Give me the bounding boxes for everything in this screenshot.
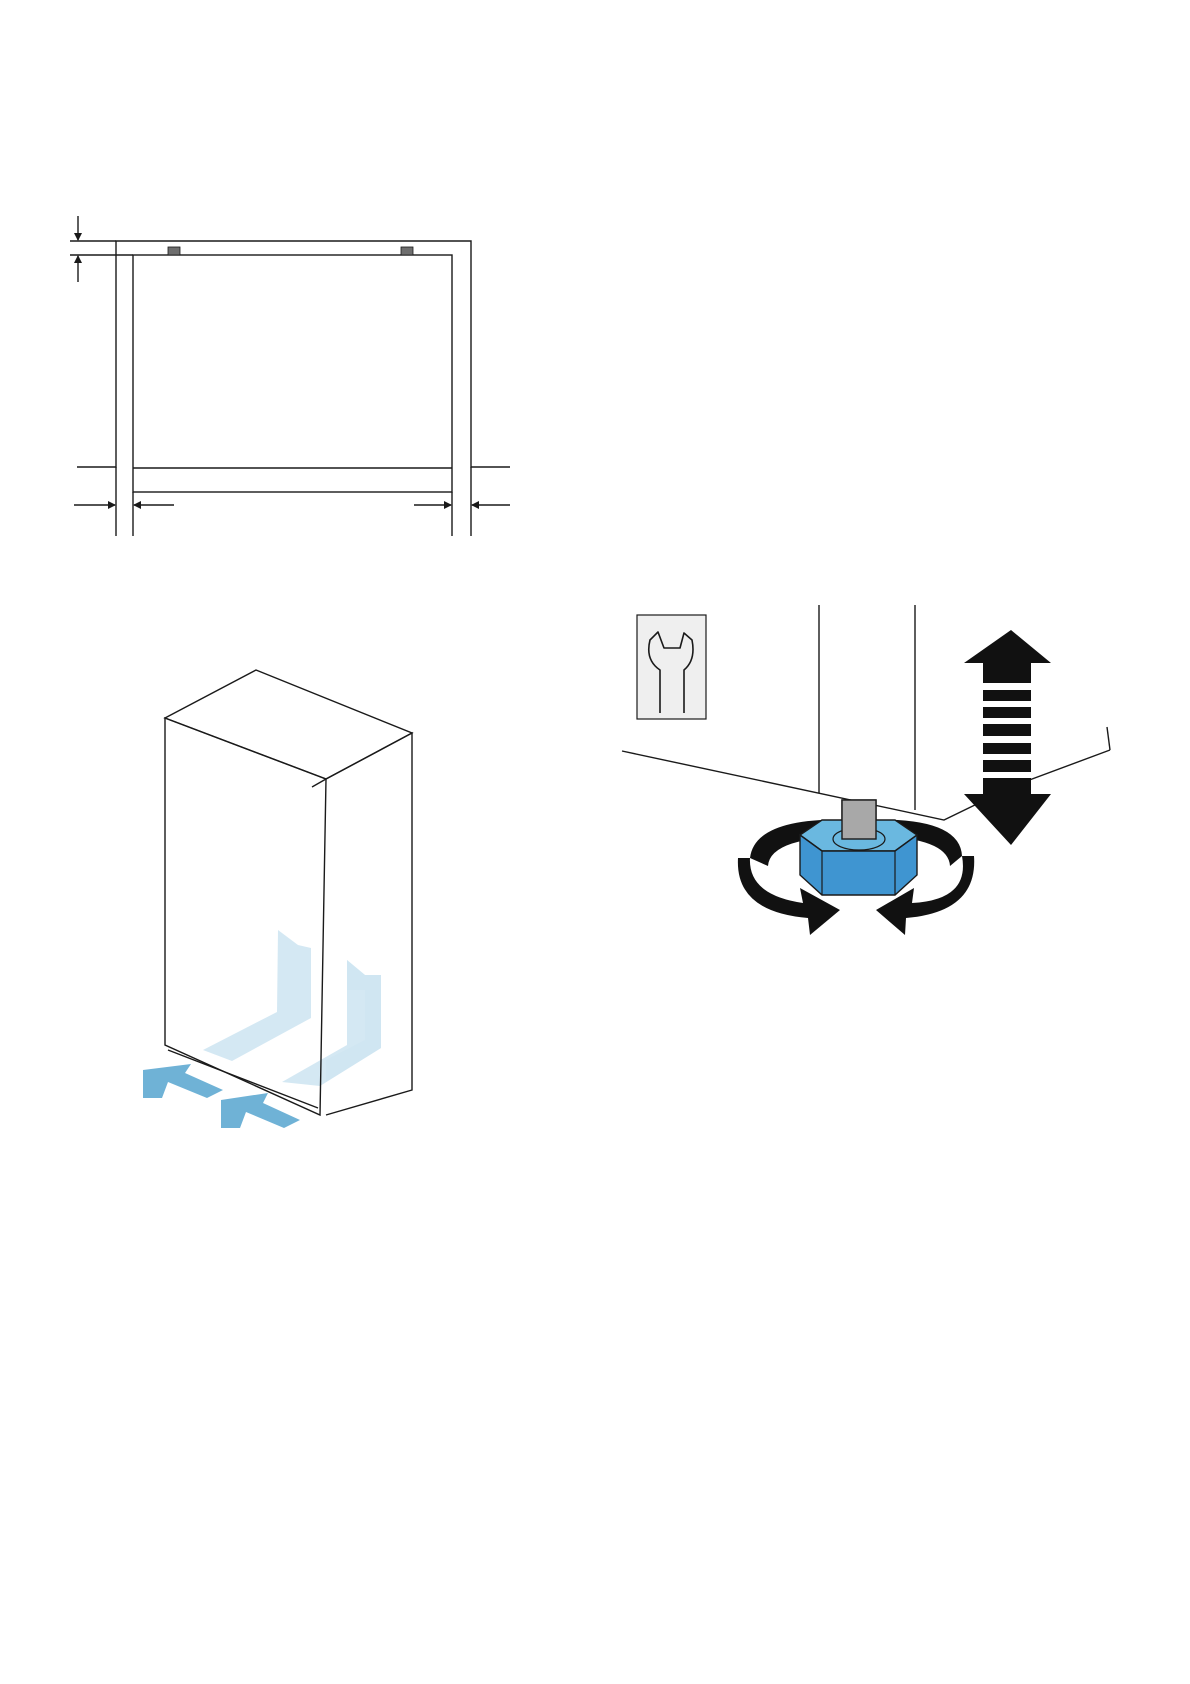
warm-air-vent-front xyxy=(143,670,412,1128)
niche-outline xyxy=(77,241,510,467)
airflow-arrow-left xyxy=(143,1064,223,1098)
airflow-arrow-right xyxy=(221,1093,300,1128)
height-adjust-arrow-icon xyxy=(964,630,1051,845)
cabinet-door-front xyxy=(165,718,326,1115)
cabinet-door-edge xyxy=(312,779,326,787)
cabinet-top-face xyxy=(165,670,412,779)
adjust-levelling-foot xyxy=(622,605,1110,935)
foot-shaft-upper xyxy=(842,800,876,839)
floor-line xyxy=(1107,727,1110,750)
tool-box xyxy=(637,615,706,719)
airflow-channel-back xyxy=(203,930,311,1061)
appliance-outline xyxy=(133,255,452,492)
spacer-left xyxy=(168,247,180,255)
installation-clearance-plan xyxy=(70,216,510,536)
spacer-right xyxy=(401,247,413,255)
